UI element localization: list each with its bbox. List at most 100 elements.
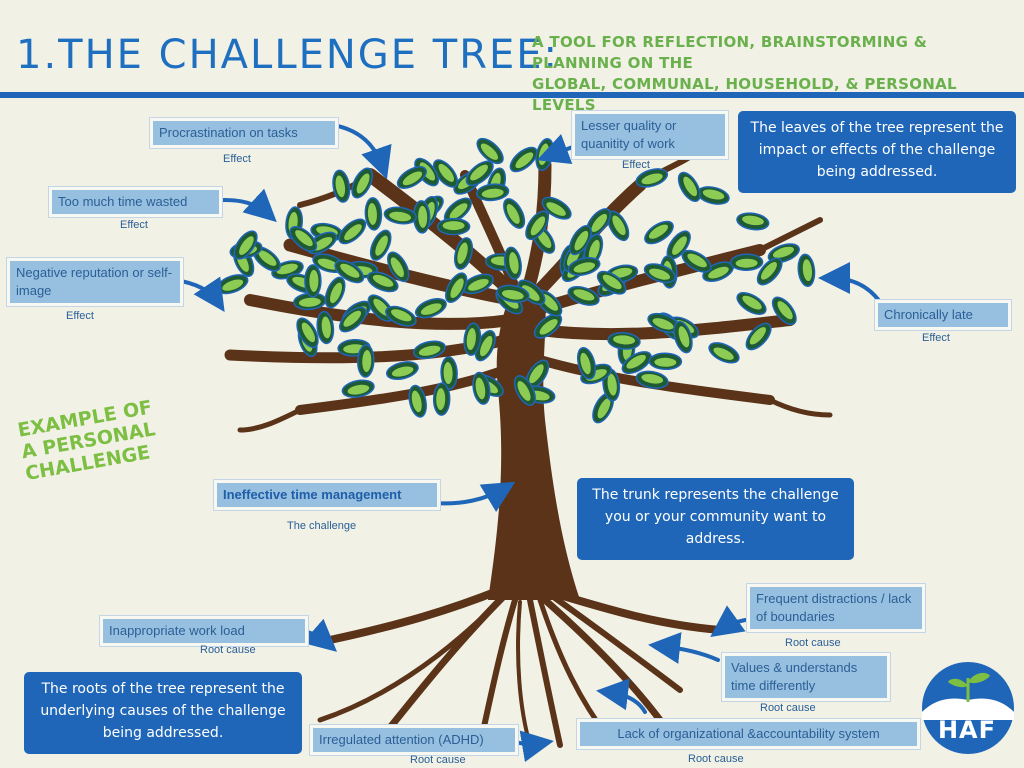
leaf [296,317,319,349]
leaf [414,298,447,319]
leaf [387,251,410,283]
leaf [316,310,335,345]
leaf [338,218,367,245]
leaf [635,168,669,188]
leaf [338,306,367,333]
leaf [453,237,474,270]
root-caption-distractions: Root cause [785,637,841,649]
info-box-leaves: The leaves of the tree represent the imp… [738,111,1016,193]
effect-label-chronically-late: Chronically late [878,303,1008,327]
tree-branch [244,294,516,330]
arrow-organizational [596,678,647,714]
page-subtitle: A TOOL FOR REFLECTION, BRAINSTORMING & P… [532,32,1022,116]
leaf [736,292,767,315]
tree-root [556,591,724,634]
subtitle-line-2: GLOBAL, COMMUNAL, HOUSEHOLD, & PERSONAL … [532,75,957,114]
leaf [745,322,772,351]
info-box-trunk: The trunk represents the challenge you o… [577,478,854,560]
leaf [465,160,494,187]
leaf [569,225,592,256]
root-label-distractions: Frequent distractions / lack of boundari… [750,587,922,629]
leaf [369,229,392,261]
tree-trunk [488,290,580,600]
leaf [644,220,674,245]
leaf [596,270,627,295]
header-divider [0,92,1024,98]
leaf [643,263,677,284]
leaf [396,166,427,189]
leaf [648,352,683,371]
tree-root [537,597,613,743]
leaf [216,274,249,295]
leaf [233,230,258,260]
leaf [541,196,572,220]
leaf [463,322,482,356]
tree-branch [237,407,303,433]
leaf [567,285,600,306]
effect-label-negative-reputation: Negative reputation or self-image [10,261,180,303]
effect-label-time-wasted: Too much time wasted [52,190,219,214]
leaf [476,137,504,165]
arrow-lesser-quality [536,133,580,164]
leaf [771,296,797,326]
tree-branch [529,244,766,316]
root-label-values: Values & understands time differently [725,656,887,698]
leaf [503,198,526,229]
tree-root [527,597,563,748]
root-label-organizational: Lack of organizational &accountability s… [580,722,917,746]
arrow-values [648,632,720,664]
leaf [332,169,351,203]
haf-logo [922,662,1014,754]
leaf [503,246,522,280]
root-caption-values: Root cause [760,702,816,714]
leaf [673,320,693,354]
leaf [436,217,471,236]
arrow-negative-reputation [173,276,225,312]
effect-label-procrastination: Procrastination on tasks [153,121,335,145]
leaf [383,206,417,225]
leaf [677,171,701,202]
effect-caption-chronically-late: Effect [922,332,950,344]
leaf [386,361,419,381]
leaf [509,146,538,173]
challenge-label: Ineffective time management [217,483,437,507]
leaf [289,226,318,252]
root-caption-adhd: Root cause [410,754,466,766]
subtitle-line-1: A TOOL FOR REFLECTION, BRAINSTORMING & P… [532,33,928,72]
info-box-roots: The roots of the tree represent the unde… [24,672,302,754]
leaf [293,292,327,311]
leaf [736,212,770,231]
leaf [385,305,417,327]
arrow-challenge [432,481,516,513]
leaf [567,257,601,276]
leaf [324,276,346,309]
tree-root [552,595,683,693]
leaf [681,249,712,273]
effect-caption-lesser-quality: Effect [622,159,650,171]
leaf [525,210,549,241]
tree-root [317,602,498,723]
leaf [440,356,458,390]
leaf [621,351,652,375]
leaf [708,342,740,364]
leaf [408,384,427,418]
tree-leaves [216,137,816,424]
root-label-adhd: Irregulated attention (ADHD) [313,728,515,752]
tree-branch [767,397,833,418]
tree-root [326,586,504,644]
leaf [635,370,669,389]
leaf [357,344,375,378]
leaf [496,284,530,303]
tree-root [541,596,664,724]
leaf [475,183,510,202]
leaf [364,197,383,231]
leaf [312,253,345,274]
root-label-work-load: Inappropriate work load [103,619,305,643]
leaf [533,313,563,339]
leaf [756,257,783,286]
leaf [797,253,816,287]
leaf [432,382,451,416]
leaf [607,332,641,350]
leaf [472,371,491,405]
leaf [366,271,399,293]
